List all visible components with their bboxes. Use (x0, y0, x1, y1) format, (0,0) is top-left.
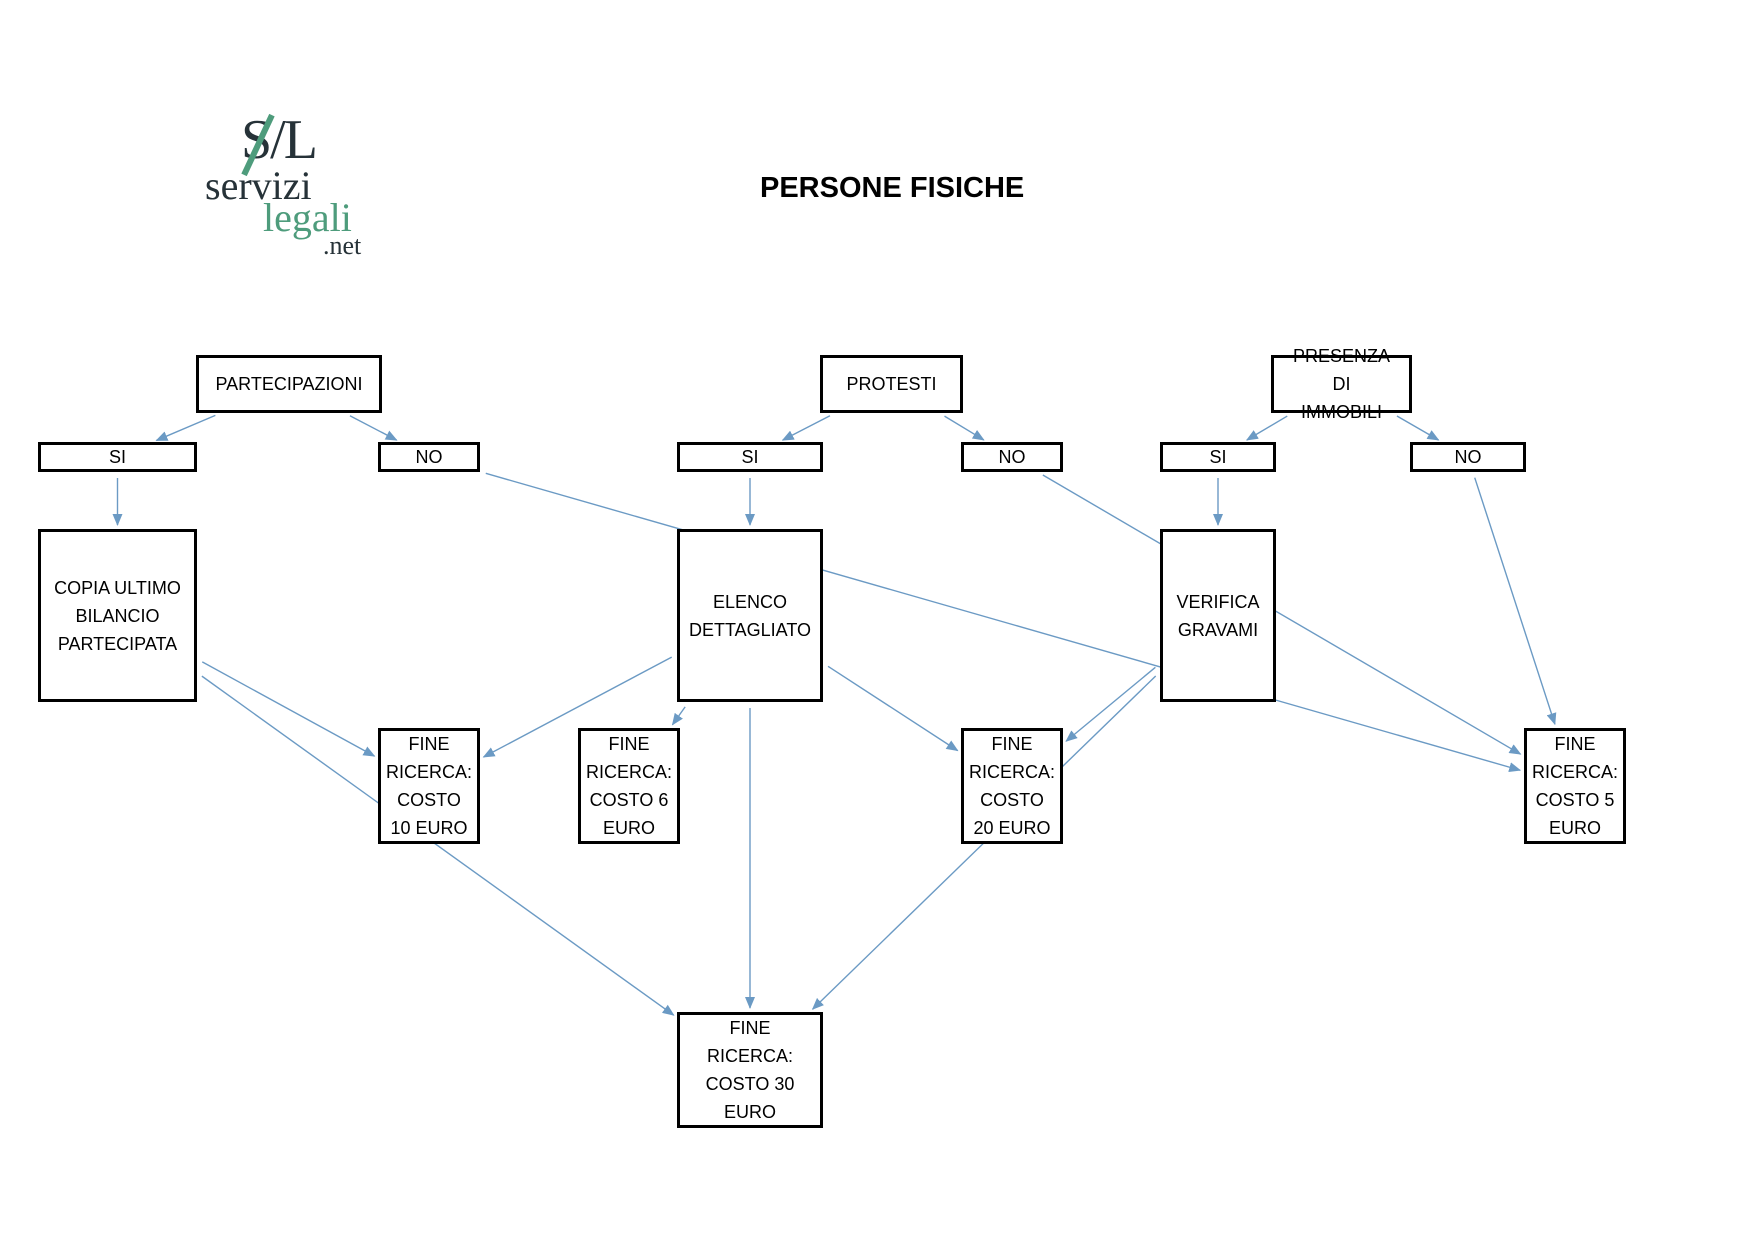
arrow-partecipazioni-to-si_1 (155, 414, 216, 442)
node-label: PARTECIPAZIONI (215, 374, 363, 394)
servizi-legali-logo: S/L servizi legali .net (205, 108, 395, 260)
node-label: FINE RICERCA: COSTO 30 EURO (705, 1018, 795, 1122)
node-partecipazioni: PARTECIPAZIONI (196, 355, 382, 413)
node-label: SI (108, 447, 126, 467)
logo-word-net: .net (323, 231, 362, 260)
node-label: COPIA ULTIMO BILANCIO PARTECIPATA (54, 577, 181, 654)
node-label: FINE RICERCA: COSTO 20 EURO (968, 734, 1055, 838)
node-label: ELENCO DETTAGLIATO (688, 591, 812, 640)
node-label: NO (415, 447, 443, 467)
node-no-protesti: NO (961, 442, 1063, 472)
node-label: FINE RICERCA: COSTO 6 EURO (586, 734, 673, 838)
arrow-no_2-to-fine_5 (1042, 474, 1522, 755)
node-fine-ricerca-costo-6: FINE RICERCA: COSTO 6 EURO (578, 728, 680, 844)
arrow-elenco_dettagliato-to-fine_10 (482, 656, 673, 758)
node-label: SI (1209, 447, 1227, 467)
node-fine-ricerca-costo-20: FINE RICERCA: COSTO 20 EURO (961, 728, 1063, 844)
node-label: NO (998, 447, 1026, 467)
logo-word-legali: legali (263, 195, 352, 240)
node-copia-ultimo-bilancio: COPIA ULTIMO BILANCIO PARTECIPATA (38, 529, 197, 702)
node-label: PROTESTI (846, 374, 937, 394)
node-no-partecipazioni: NO (378, 442, 480, 472)
arrow-presenza_immobili-to-no_3 (1396, 415, 1440, 441)
node-si-partecipazioni: SI (38, 442, 197, 472)
node-verifica-gravami: VERIFICA GRAVAMI (1160, 529, 1276, 702)
logo-word-servizi: servizi (205, 163, 312, 208)
node-protesti: PROTESTI (820, 355, 963, 413)
arrow-verifica_gravami-to-fine_20 (1065, 666, 1156, 742)
page-title: PERSONE FISICHE (760, 172, 1025, 204)
arrow-partecipazioni-to-no_1 (349, 415, 398, 441)
node-presenza-di-immobili: PRESENZA DI IMMOBILI (1271, 346, 1412, 422)
node-fine-ricerca-costo-5: FINE RICERCA: COSTO 5 EURO (1524, 728, 1626, 844)
arrow-presenza_immobili-to-si_3 (1245, 415, 1288, 441)
arrow-no_1-to-fine_5 (485, 472, 1522, 773)
arrow-no_3-to-fine_5 (1474, 477, 1557, 726)
node-label: VERIFICA GRAVAMI (1176, 591, 1260, 640)
node-label: FINE RICERCA: COSTO 5 EURO (1532, 734, 1619, 838)
node-fine-ricerca-costo-10: FINE RICERCA: COSTO 10 EURO (378, 728, 480, 844)
node-label: NO (1454, 447, 1482, 467)
node-si-immobili: SI (1160, 442, 1276, 472)
arrow-elenco_dettagliato-to-fine_20 (827, 665, 959, 752)
node-elenco-dettagliato: ELENCO DETTAGLIATO (677, 529, 823, 702)
node-si-protesti: SI (677, 442, 823, 472)
node-label: SI (741, 447, 759, 467)
arrow-elenco_dettagliato-to-fine_6 (671, 706, 686, 726)
arrow-copia_bilancio-to-fine_30 (201, 675, 675, 1016)
node-label: FINE RICERCA: COSTO 10 EURO (385, 734, 472, 838)
node-label: PRESENZA DI IMMOBILI (1292, 346, 1391, 422)
node-fine-ricerca-costo-30: FINE RICERCA: COSTO 30 EURO (677, 1012, 823, 1128)
arrow-protesti-to-si_2 (781, 415, 831, 441)
arrow-copia_bilancio-to-fine_10 (201, 661, 376, 757)
arrow-protesti-to-no_2 (944, 415, 985, 441)
node-no-immobili: NO (1410, 442, 1526, 472)
